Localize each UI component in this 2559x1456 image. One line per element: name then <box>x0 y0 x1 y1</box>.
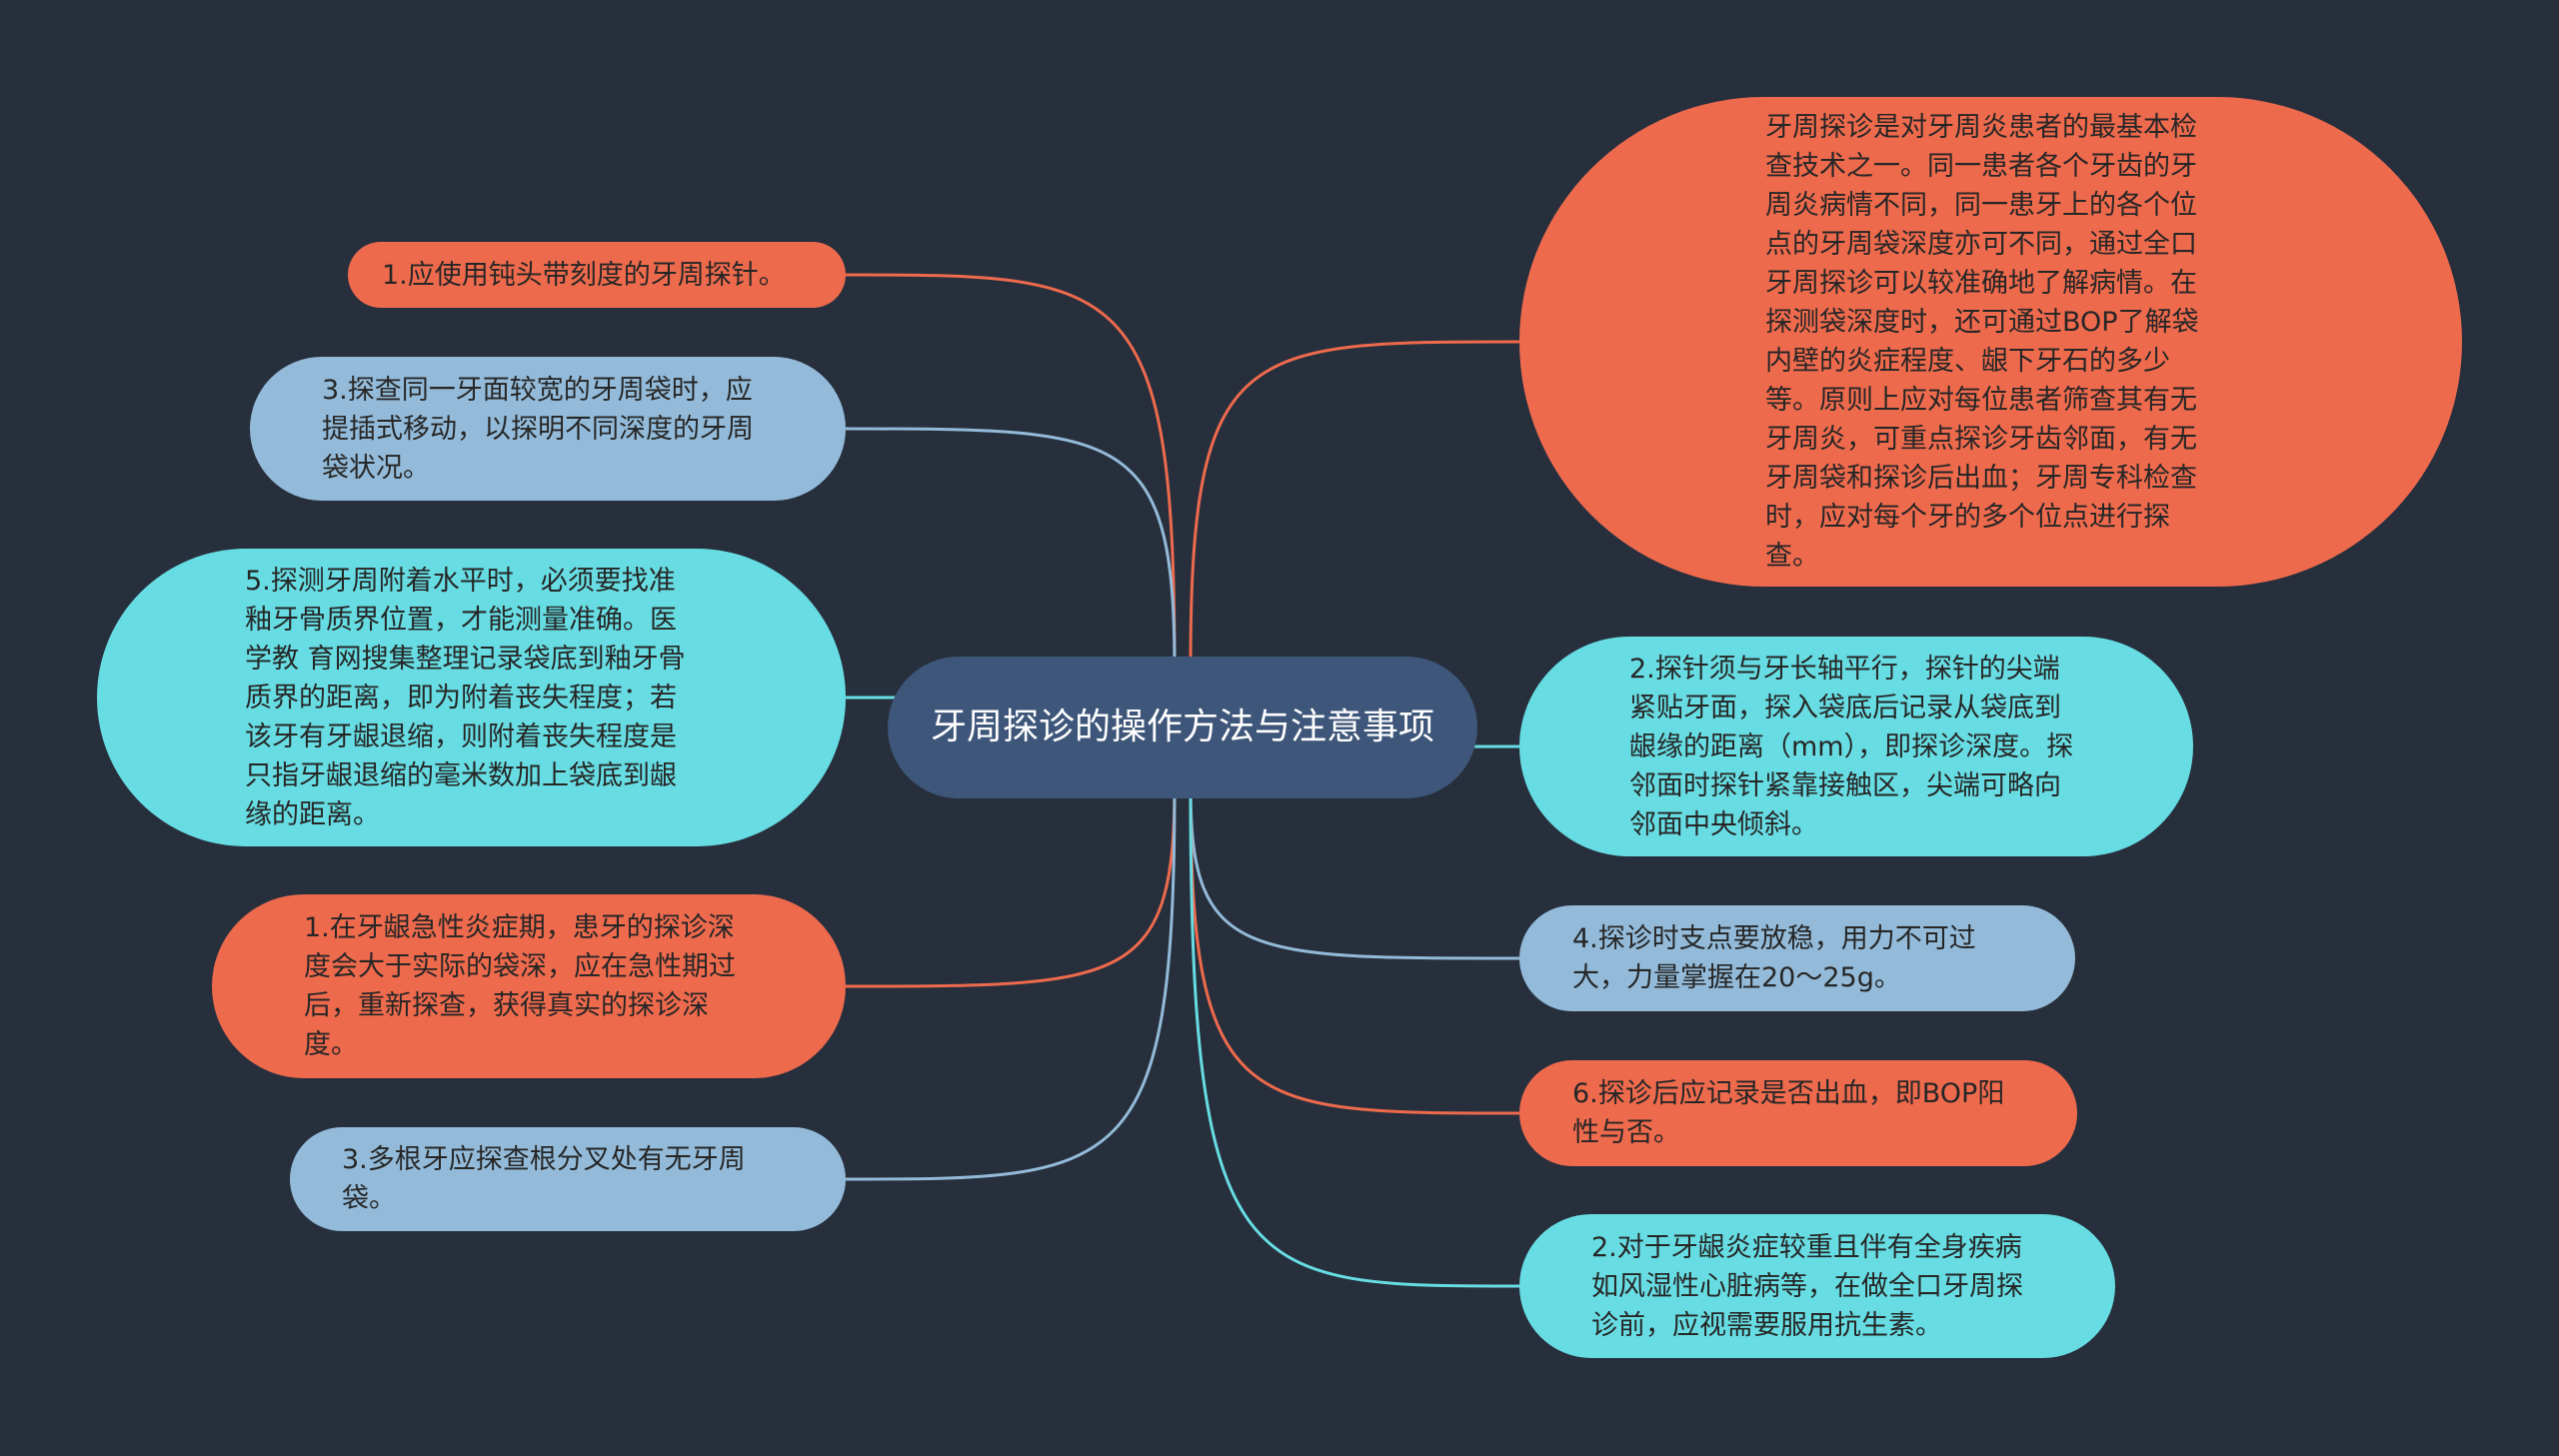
topic-label: 1.应使用钝头带刻度的牙周探针。 <box>382 259 786 291</box>
topic-node[interactable]: 6.探诊后应记录是否出血，即BOP阳性与否。 <box>1519 1060 2077 1166</box>
connector-line <box>845 273 1177 669</box>
topic-label: 4.探诊时支点要放稳，用力不可过大，力量掌握在20～25g。 <box>1572 923 1976 993</box>
topic-label: 1.在牙龈急性炎症期，患牙的探诊深度会大于实际的袋深，应在急性期过后，重新探查，… <box>304 912 736 1060</box>
topic-label: 3.探查同一牙面较宽的牙周袋时，应提插式移动，以探明不同深度的牙周袋状况。 <box>322 374 754 484</box>
topic-node[interactable]: 3.多根牙应探查根分叉处有无牙周袋。 <box>290 1127 846 1231</box>
topic-label: 3.多根牙应探查根分叉处有无牙周袋。 <box>342 1144 746 1214</box>
topic-label: 牙周探诊是对牙周炎患者的最基本检查技术之一。同一患者各个牙齿的牙周炎病情不同，同… <box>1765 112 2199 572</box>
topic-node[interactable]: 2.对于牙龈炎症较重且伴有全身疾病如风湿性心脏病等，在做全口牙周探诊前，应视需要… <box>1519 1214 2115 1358</box>
topic-node[interactable]: 2.探针须与牙长轴平行，探针的尖端紧贴牙面，探入袋底后记录从袋底到龈缘的距离（m… <box>1519 637 2193 856</box>
central-topic[interactable]: 牙周探诊的操作方法与注意事项 <box>888 657 1477 798</box>
topic-node[interactable]: 4.探诊时支点要放稳，用力不可过大，力量掌握在20～25g。 <box>1519 905 2075 1011</box>
connector-line <box>845 786 1177 1181</box>
topic-label: 2.探针须与牙长轴平行，探针的尖端紧贴牙面，探入袋底后记录从袋底到龈缘的距离（m… <box>1629 653 2074 840</box>
connector-line <box>1189 786 1520 960</box>
topic-node[interactable]: 1.在牙龈急性炎症期，患牙的探诊深度会大于实际的袋深，应在急性期过后，重新探查，… <box>212 894 846 1078</box>
connector-line <box>845 786 1177 988</box>
connector-line <box>1189 786 1520 1115</box>
topic-node[interactable]: 1.应使用钝头带刻度的牙周探针。 <box>348 242 846 308</box>
topic-label: 2.对于牙龈炎症较重且伴有全身疾病如风湿性心脏病等，在做全口牙周探诊前，应视需要… <box>1591 1231 2023 1341</box>
topic-label: 6.探诊后应记录是否出血，即BOP阳性与否。 <box>1572 1078 2005 1148</box>
connector-line <box>1189 340 1520 669</box>
topic-node[interactable]: 5.探测牙周附着水平时，必须要找准釉牙骨质界位置，才能测量准确。医学教 育网搜集… <box>97 549 846 846</box>
topic-node[interactable]: 3.探查同一牙面较宽的牙周袋时，应提插式移动，以探明不同深度的牙周袋状况。 <box>250 357 846 501</box>
connector-line <box>845 427 1177 669</box>
connector-line <box>1189 786 1520 1288</box>
topic-node[interactable]: 牙周探诊是对牙周炎患者的最基本检查技术之一。同一患者各个牙齿的牙周炎病情不同，同… <box>1519 97 2462 587</box>
central-topic-label: 牙周探诊的操作方法与注意事项 <box>930 707 1434 747</box>
topic-label: 5.探测牙周附着水平时，必须要找准釉牙骨质界位置，才能测量准确。医学教 育网搜集… <box>245 565 686 830</box>
